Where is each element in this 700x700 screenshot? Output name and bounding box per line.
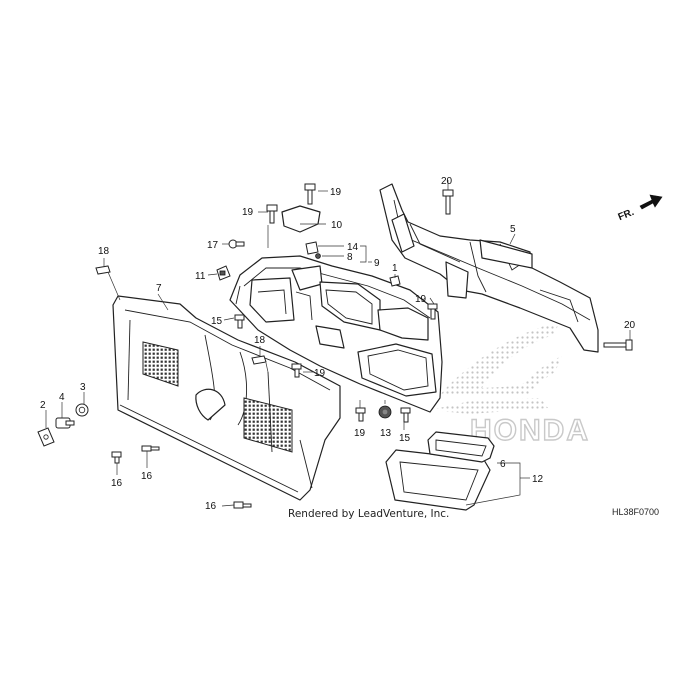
callout-12: 12 <box>532 474 544 485</box>
screw-19-lower <box>355 407 366 422</box>
screw-15-right <box>400 407 411 423</box>
bolt-20-right <box>603 339 633 351</box>
callout-19-middle: 19 <box>314 368 326 379</box>
clip-nut-11 <box>216 265 231 281</box>
clip-18-upper <box>95 265 111 275</box>
grommet-13 <box>378 405 392 419</box>
socket-4 <box>55 417 75 429</box>
hardware <box>37 183 633 509</box>
screw-19-top <box>304 183 316 205</box>
callout-18-upper: 18 <box>98 246 110 257</box>
callout-13: 13 <box>380 428 392 439</box>
screw-19-right <box>427 303 438 320</box>
callout-11: 11 <box>195 271 206 282</box>
instrument-panel <box>229 255 443 413</box>
callout-6: 6 <box>500 459 506 470</box>
clip-14 <box>305 241 319 255</box>
bolt-16-bottom <box>233 501 252 509</box>
honda-wing-logo <box>440 322 562 395</box>
callout-19-right: 19 <box>415 294 427 305</box>
glovebox-lid <box>385 431 495 511</box>
cover-part-10 <box>281 205 321 233</box>
grommet-8 <box>315 253 321 259</box>
callout-20-right: 20 <box>624 320 636 331</box>
callout-15-right: 15 <box>399 433 411 444</box>
callout-7: 7 <box>156 283 162 294</box>
callout-19-top: 19 <box>330 187 342 198</box>
callout-15-left: 15 <box>211 316 223 327</box>
dash-frame-bracket <box>379 183 599 353</box>
callout-19-left: 19 <box>242 207 254 218</box>
bolt-16-left <box>111 451 122 464</box>
lower-dash-cover <box>112 295 341 501</box>
callout-5: 5 <box>510 224 516 235</box>
cap-3 <box>75 403 89 417</box>
callout-9: 9 <box>374 258 380 269</box>
leader-lines <box>45 180 631 507</box>
render-credit: Rendered by LeadVenture, Inc. <box>288 508 449 520</box>
honda-watermark: HONDA <box>430 322 589 448</box>
bolt-16-center <box>141 445 160 452</box>
callout-10: 10 <box>331 220 343 231</box>
bolt-17 <box>228 239 245 249</box>
front-direction-indicator: FR. <box>617 194 663 223</box>
callout-16-center: 16 <box>141 471 153 482</box>
callout-14: 14 <box>347 242 359 253</box>
front-direction-label: FR. <box>617 207 636 223</box>
washer-2 <box>37 427 55 447</box>
screw-19-middle <box>291 363 302 378</box>
callout-8: 8 <box>347 252 353 263</box>
callout-3: 3 <box>80 382 86 393</box>
callout-19-lower: 19 <box>354 428 366 439</box>
callout-16-bottom: 16 <box>205 501 217 512</box>
callout-2: 2 <box>40 400 46 411</box>
callout-1: 1 <box>392 263 398 274</box>
callout-labels: 19 19 10 14 8 9 17 11 15 18 7 18 19 1 19… <box>40 176 636 512</box>
diagram-code: HL38F0700 <box>612 507 659 517</box>
callout-18-middle: 18 <box>254 335 266 346</box>
clip-18-middle <box>251 355 267 365</box>
callout-4: 4 <box>59 392 65 403</box>
bolt-20-top <box>442 189 454 215</box>
screw-19-left <box>266 204 278 224</box>
screw-15-left <box>234 314 245 329</box>
callout-17: 17 <box>207 240 219 251</box>
callout-16-left: 16 <box>111 478 123 489</box>
front-arrow-icon <box>639 194 663 210</box>
callout-20-top: 20 <box>441 176 453 187</box>
